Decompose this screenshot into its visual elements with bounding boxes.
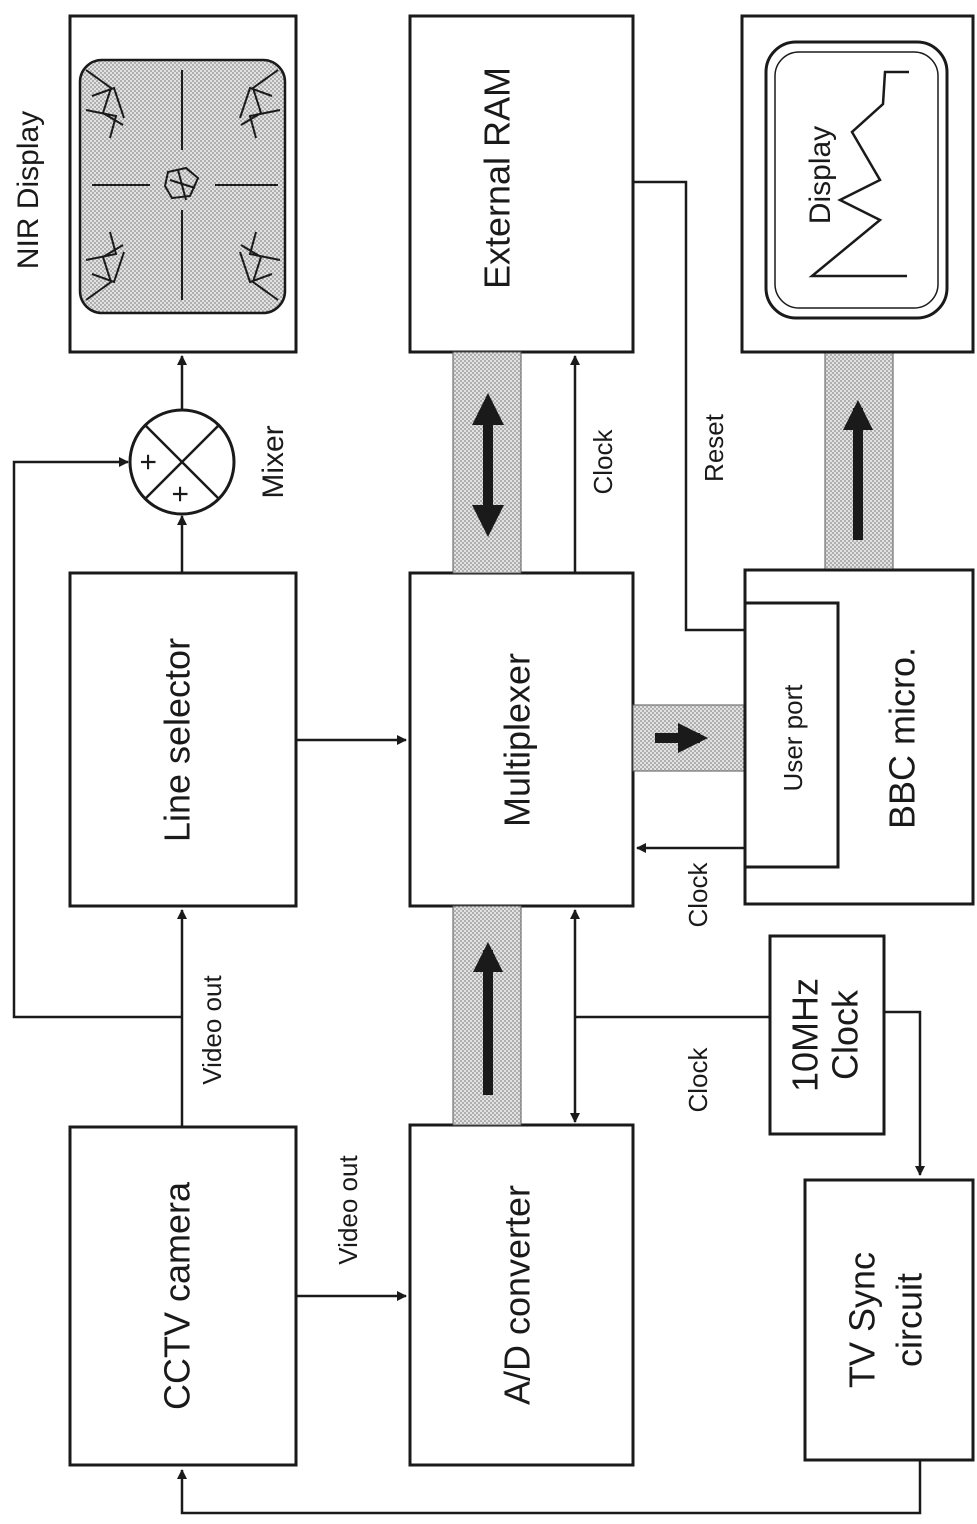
ad-to-multiplexer-bus xyxy=(453,906,521,1125)
mixer-plus-bottom: + xyxy=(164,485,197,503)
clock-label-3: Clock xyxy=(683,861,713,927)
nir-display-label: NIR Display xyxy=(12,111,45,269)
mixer-label: Mixer xyxy=(257,425,290,498)
cctv-camera-block: CCTV camera xyxy=(70,1127,296,1465)
clock-to-sync-wire xyxy=(884,1012,920,1175)
cctv-camera-label: CCTV camera xyxy=(157,1181,198,1410)
clock-10mhz-block: 10MHz Clock xyxy=(770,936,884,1134)
reset-wire: Reset xyxy=(633,182,745,630)
display-label: Display xyxy=(804,126,837,224)
video-out-label-2: Video out xyxy=(333,1155,363,1265)
clock-label-2: Clock xyxy=(588,428,618,494)
sync-to-camera-wire xyxy=(182,1460,920,1513)
mixer-plus-top: + xyxy=(132,453,165,471)
clock-10mhz-label: 10MHz xyxy=(785,978,826,1092)
line-selector-label: Line selector xyxy=(157,638,198,842)
clock-label-1: Clock xyxy=(683,1046,713,1112)
external-ram-block: External RAM xyxy=(410,16,633,352)
video-out-wire-to-ad: Video out xyxy=(296,1155,406,1296)
clock-wire-ad: Clock xyxy=(575,910,770,1122)
ad-converter-block: A/D converter xyxy=(410,1125,633,1465)
nir-display-block: NIR Display xyxy=(12,16,296,352)
multiplexer-to-user-port-bus xyxy=(633,705,745,771)
multiplexer-label: Multiplexer xyxy=(497,653,538,827)
clock-wire-bbc: Clock xyxy=(637,848,745,928)
reset-label: Reset xyxy=(699,413,729,482)
tv-sync-block: TV Sync circuit xyxy=(805,1180,973,1460)
line-selector-block: Line selector xyxy=(70,573,296,906)
tv-sync-label-2: circuit xyxy=(889,1273,930,1367)
bbc-micro-block: User port BBC micro. xyxy=(745,570,973,904)
multiplexer-block: Multiplexer xyxy=(410,573,633,906)
tv-sync-label: TV Sync xyxy=(842,1252,883,1388)
clock-10mhz-label-2: Clock xyxy=(825,989,866,1080)
bbc-to-display-bus xyxy=(825,352,893,570)
mixer-block: + + Mixer xyxy=(130,410,290,514)
multiplexer-ram-bus xyxy=(453,352,521,573)
ad-converter-label: A/D converter xyxy=(497,1185,538,1405)
display-block: Display xyxy=(742,16,973,352)
video-out-label-1: Video out xyxy=(197,975,227,1085)
bbc-micro-label: BBC micro. xyxy=(882,647,923,829)
external-ram-label: External RAM xyxy=(477,67,518,289)
user-port-label: User port xyxy=(778,684,808,792)
video-out-wire-to-line-selector: Video out xyxy=(182,910,227,1127)
clock-wire-ram: Clock xyxy=(575,356,618,573)
